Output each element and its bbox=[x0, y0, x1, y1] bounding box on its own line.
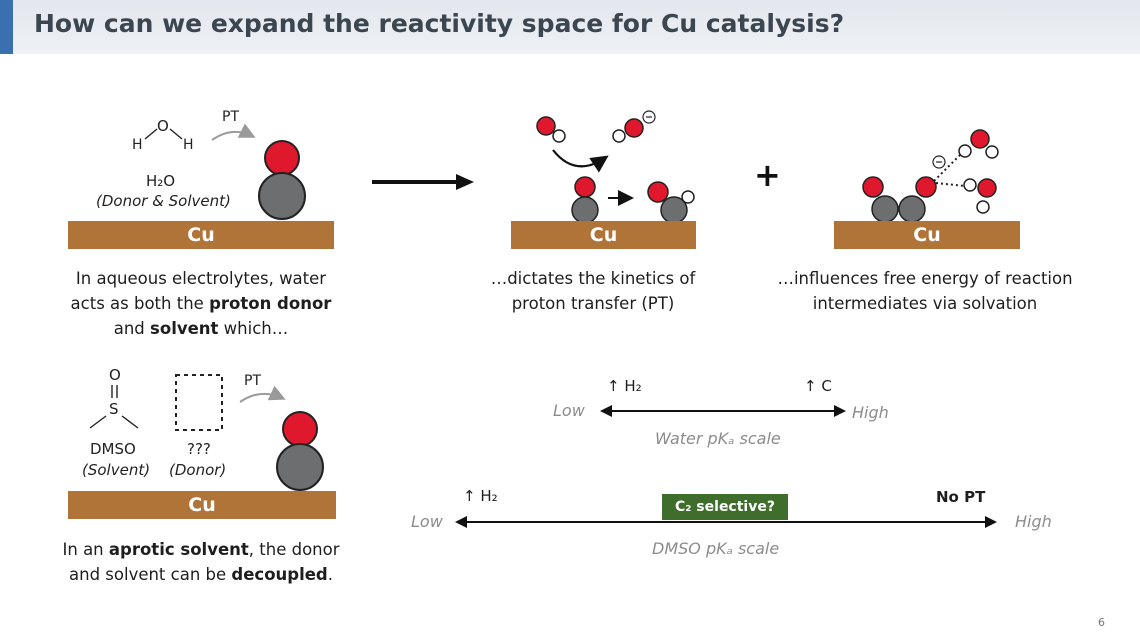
dmso-caption: In an aprotic solvent, the donor and sol… bbox=[62, 540, 340, 584]
dmso-pt-label: PT bbox=[244, 373, 261, 389]
proton-transfer-curve bbox=[552, 149, 609, 173]
page-title: How can we expand the reactivity space f… bbox=[34, 9, 845, 38]
plus-sign: + bbox=[754, 156, 781, 194]
solvation-charge-icon bbox=[932, 155, 946, 169]
water-formula: H₂O bbox=[146, 172, 176, 190]
water-caption: In aqueous electrolytes, water acts as b… bbox=[70, 269, 332, 338]
water-scale-label: Water pKₐ scale bbox=[655, 429, 781, 448]
donor-placeholder-box bbox=[175, 374, 223, 431]
dmso-scale-nopt-tag: No PT bbox=[936, 488, 986, 506]
kinetics-adsorbed-o bbox=[571, 176, 599, 224]
water-scale-c-tag: ↑ C bbox=[804, 377, 832, 395]
pt-arrow-dmso bbox=[239, 385, 286, 403]
dmso-label: DMSO bbox=[90, 440, 136, 458]
water-pt-label: PT bbox=[222, 109, 239, 125]
cu-surface-solvation: Cu bbox=[834, 221, 1020, 249]
dmso-o-label: O bbox=[109, 366, 121, 384]
donor-role-label: (Donor) bbox=[169, 461, 227, 479]
dmso-scale-low: Low bbox=[411, 512, 443, 531]
title-accent-bar bbox=[0, 0, 13, 54]
dmso-scale-high: High bbox=[1015, 512, 1052, 531]
pt-arrow-water bbox=[211, 123, 256, 141]
dmso-scale-h2-tag: ↑ H₂ bbox=[463, 487, 498, 505]
dmso-bonds bbox=[89, 385, 139, 429]
water-molecule-bonds bbox=[144, 128, 183, 140]
kinetics-hydroxide bbox=[612, 110, 656, 143]
water-scale-h2-tag: ↑ H₂ bbox=[607, 377, 642, 395]
water-scale-high: High bbox=[852, 403, 889, 422]
water-scale-low: Low bbox=[553, 401, 585, 420]
water-h-right-label: H bbox=[183, 137, 194, 153]
cu-surface-kinetics: Cu bbox=[511, 221, 696, 249]
dmso-role-label: (Solvent) bbox=[82, 461, 151, 479]
cu-surface-water: Cu bbox=[68, 221, 334, 249]
kinetics-caption: …dictates the kinetics of proton transfe… bbox=[490, 269, 696, 313]
solvation-hydrogen-bonds bbox=[933, 152, 966, 187]
water-o-label: O bbox=[157, 117, 169, 135]
solvation-water-top bbox=[958, 129, 999, 159]
page-number: 6 bbox=[1098, 616, 1105, 629]
main-arrow-head bbox=[456, 174, 474, 190]
dmso-scale-label: DMSO pKₐ scale bbox=[652, 539, 780, 558]
solvation-caption: …influences free energy of reaction inte… bbox=[777, 269, 1073, 313]
kinetics-adsorbed-oh bbox=[647, 181, 695, 224]
oxygen-atom-adsorbed bbox=[264, 140, 300, 176]
solvation-adsorbates bbox=[862, 176, 937, 223]
kinetics-water-molecule bbox=[536, 116, 566, 143]
copper-atom-dmso bbox=[276, 443, 324, 491]
solvation-water-side bbox=[963, 178, 997, 214]
water-role-label: (Donor & Solvent) bbox=[96, 192, 231, 210]
c2-selective-badge: C₂ selective? bbox=[662, 494, 788, 520]
water-h-left-label: H bbox=[132, 137, 143, 153]
oxygen-atom-adsorbed-dmso bbox=[282, 411, 318, 447]
dmso-s-label: S bbox=[109, 400, 119, 418]
cu-surface-dmso: Cu bbox=[68, 491, 336, 519]
donor-unknown-label: ??? bbox=[187, 440, 211, 458]
copper-atom bbox=[258, 172, 306, 220]
title-bar bbox=[0, 0, 1140, 54]
